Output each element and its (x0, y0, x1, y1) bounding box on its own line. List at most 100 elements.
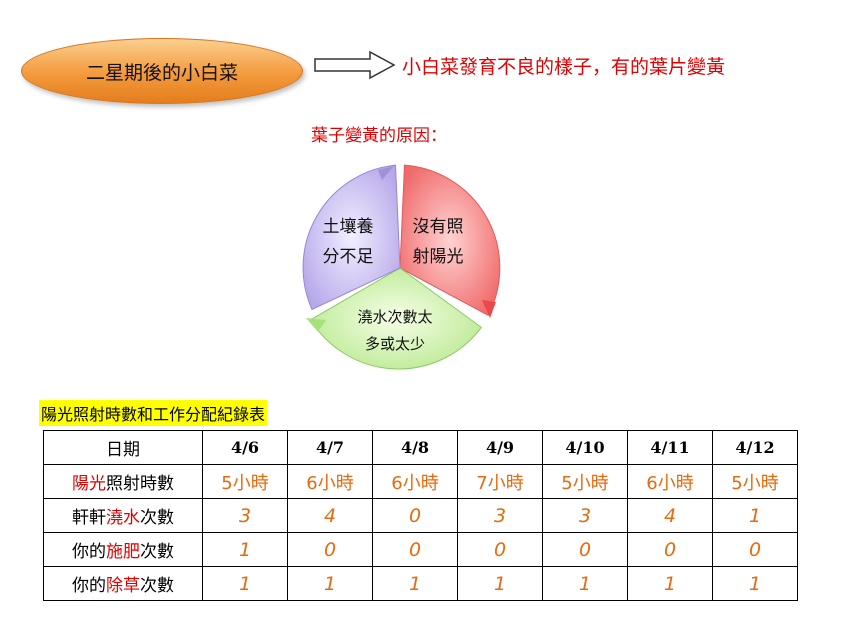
header-cell-date-value: 4/10 (542, 430, 628, 465)
cell-value: 1 (238, 572, 252, 595)
table-cell: 3 (202, 498, 288, 533)
headline-text: 小白菜發育不良的樣子，有的葉片變黃 (402, 56, 726, 78)
row-label: 陽光照射時數 (43, 464, 203, 499)
causes-cycle-diagram: 沒有照 射陽光 澆水次數太 多或太少 土壤養 分不足 (302, 164, 501, 370)
cause-label-watering-2: 多或太少 (365, 335, 425, 353)
table-cell: 0 (372, 498, 458, 533)
table-cell: 0 (542, 532, 628, 567)
table-cell: 0 (712, 532, 798, 567)
cell-value: 1 (238, 538, 252, 561)
row-label-part: 次數 (140, 576, 174, 596)
table-cell: 5小時 (202, 464, 288, 499)
row-label: 軒軒澆水次數 (43, 498, 203, 533)
cell-value: 6小時 (306, 472, 354, 494)
cell-value: 0 (408, 504, 422, 527)
cause-label-sunlight-1: 沒有照 (413, 217, 464, 237)
row-label-part: 你的 (72, 576, 106, 596)
arrowhead-icon (306, 318, 326, 332)
cause-label-sunlight-2: 射陽光 (413, 247, 464, 267)
table-cell: 1 (457, 566, 543, 601)
row-label-part: 次數 (140, 508, 174, 528)
cell-value: 3 (493, 504, 507, 527)
table-cell: 7小時 (457, 464, 543, 499)
cell-value: 6小時 (391, 472, 439, 494)
table-cell: 5小時 (712, 464, 798, 499)
row-label: 你的除草次數 (43, 566, 203, 601)
cause-label-nutrients-2: 分不足 (323, 247, 374, 267)
cell-value: 4 (323, 504, 337, 527)
table-cell: 5小時 (542, 464, 628, 499)
table-cell: 6小時 (287, 464, 373, 499)
table-cell: 1 (287, 566, 373, 601)
log-table-title-text: 陽光照射時數和工作分配紀錄表 (41, 405, 266, 424)
header-cell-date-value: 4/12 (712, 430, 798, 465)
right-arrow-icon (314, 50, 396, 80)
cell-value: 5小時 (561, 472, 609, 494)
cell-value: 4 (663, 504, 677, 527)
table-cell: 1 (712, 498, 798, 533)
header-cell-date-value: 4/11 (627, 430, 713, 465)
cause-segment-nutrients (302, 164, 401, 311)
table-cell: 1 (202, 532, 288, 567)
cause-segment-sunlight (399, 164, 501, 316)
table-cell: 1 (542, 566, 628, 601)
table-cell: 1 (627, 566, 713, 601)
cell-value: 0 (323, 538, 337, 561)
table-cell: 3 (542, 498, 628, 533)
arrowhead-icon (482, 300, 496, 318)
header-cell-date-value: 4/6 (202, 430, 288, 465)
table-row: 你的除草次數 1 1 1 1 1 1 1 (43, 566, 798, 601)
table-cell: 6小時 (627, 464, 713, 499)
cell-value: 3 (578, 504, 592, 527)
cell-value: 5小時 (731, 472, 779, 494)
arrowhead-icon (378, 166, 394, 180)
log-table-title: 陽光照射時數和工作分配紀錄表 (39, 400, 268, 426)
cell-value: 0 (578, 538, 592, 561)
cause-label-nutrients-1: 土壤養 (323, 216, 374, 237)
table-cell: 0 (287, 532, 373, 567)
row-label-part: 施肥 (106, 542, 140, 562)
table-cell: 0 (372, 532, 458, 567)
row-label-part: 次數 (140, 542, 174, 562)
table-cell: 4 (627, 498, 713, 533)
cause-segment-watering (310, 267, 483, 370)
cell-value: 5小時 (221, 472, 269, 494)
row-label-part: 照射時數 (106, 474, 174, 494)
table-cell: 1 (712, 566, 798, 601)
cell-value: 1 (748, 504, 762, 527)
cell-value: 1 (493, 572, 507, 595)
cell-value: 1 (748, 572, 762, 595)
table-cell: 4 (287, 498, 373, 533)
cell-value: 1 (323, 572, 337, 595)
cell-value: 0 (408, 538, 422, 561)
header-cell-date-value: 4/8 (372, 430, 458, 465)
row-label-part: 你的 (72, 542, 106, 562)
cell-value: 1 (578, 572, 592, 595)
cell-value: 1 (408, 572, 422, 595)
causes-title: 葉子變黃的原因： (311, 126, 447, 146)
table-cell: 0 (457, 532, 543, 567)
header-cell-date-value: 4/9 (457, 430, 543, 465)
cell-value: 6小時 (646, 472, 694, 494)
cell-value: 7小時 (476, 472, 524, 494)
table-cell: 6小時 (372, 464, 458, 499)
table-cell: 3 (457, 498, 543, 533)
table-cell: 0 (627, 532, 713, 567)
table-cell: 1 (202, 566, 288, 601)
row-label-part: 軒軒 (72, 508, 106, 528)
title-pill: 二星期後的小白菜 (21, 38, 303, 104)
row-label-part: 陽光 (72, 474, 106, 494)
row-label-part: 澆水 (106, 508, 140, 528)
header-cell-date-value: 4/7 (287, 430, 373, 465)
cell-value: 1 (663, 572, 677, 595)
row-label-part: 除草 (106, 576, 140, 596)
table-cell: 1 (372, 566, 458, 601)
cell-value: 0 (748, 538, 762, 561)
pill-label: 二星期後的小白菜 (85, 61, 238, 84)
cause-label-watering-1: 澆水次數太 (357, 308, 432, 326)
table-row: 你的施肥次數 1 0 0 0 0 0 0 (43, 532, 798, 567)
cell-value: 0 (663, 538, 677, 561)
table-row: 陽光照射時數 5小時 6小時 6小時 7小時 5小時 6小時 5小時 (43, 464, 798, 499)
